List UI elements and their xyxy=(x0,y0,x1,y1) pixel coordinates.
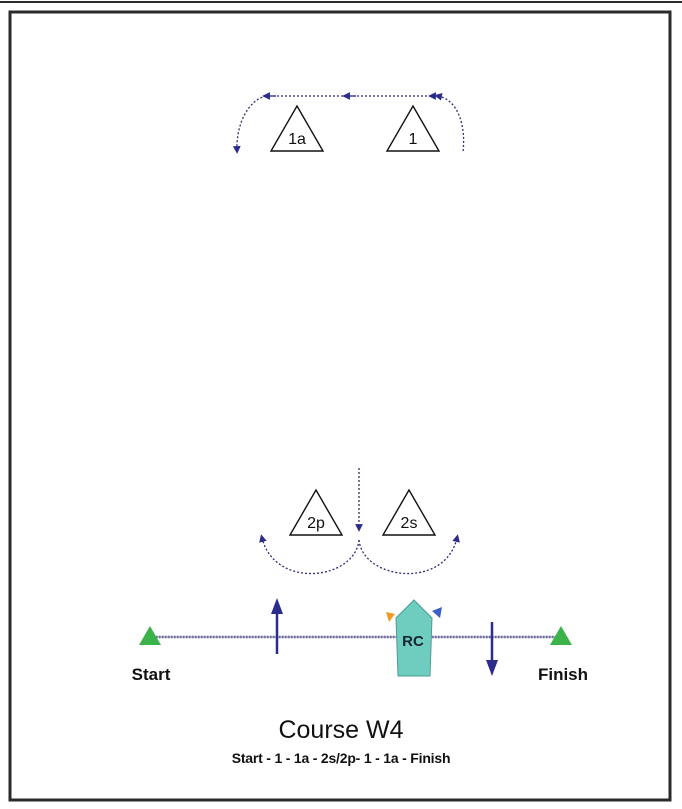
mark-2p-label: 2p xyxy=(307,515,325,532)
mark-1-buoy-icon xyxy=(385,104,441,152)
rounding-path-mark-1 xyxy=(434,92,465,153)
downwind-arrow-icon xyxy=(486,622,498,676)
rounding-path-mark-2s xyxy=(358,534,460,575)
leeward-gate: 2p 2s xyxy=(259,468,460,575)
committee-boat-hull-icon xyxy=(395,599,433,677)
mark-1: 1 xyxy=(385,104,441,152)
start-label: Start xyxy=(132,665,171,684)
mark-2p-buoy-icon xyxy=(288,488,344,536)
mark-2s-label: 2s xyxy=(401,515,418,532)
course-sequence: Start - 1 - 1a - 2s/2p- 1 - 1a - Finish xyxy=(231,750,451,766)
rounding-path-mark-2p xyxy=(259,534,360,575)
mark-1-label: 1 xyxy=(409,131,418,148)
committee-boat-label: RC xyxy=(402,633,424,650)
port-flag-icon xyxy=(386,612,395,622)
start-flag-icon xyxy=(139,626,161,645)
course-title: Course W4 xyxy=(278,716,404,744)
finish-flag-icon xyxy=(550,626,572,645)
mark-2s-buoy-icon xyxy=(381,488,437,536)
starboard-flag-icon xyxy=(432,607,442,618)
mark-2s: 2s xyxy=(381,488,437,536)
upwind-arrow-icon xyxy=(271,598,283,654)
rounding-path-mark-1a xyxy=(232,95,267,154)
mark-1a-buoy-icon xyxy=(269,104,325,152)
mark-2p: 2p xyxy=(288,488,344,536)
diagram-border xyxy=(8,10,672,802)
mark-1a-label: 1a xyxy=(288,131,306,148)
mark-1a: 1a xyxy=(269,104,325,152)
start-finish-line: Start Finish RC xyxy=(132,598,588,684)
finish-label: Finish xyxy=(538,665,588,684)
windward-route: 1a 1 xyxy=(232,92,465,154)
committee-boat: RC xyxy=(386,599,442,677)
